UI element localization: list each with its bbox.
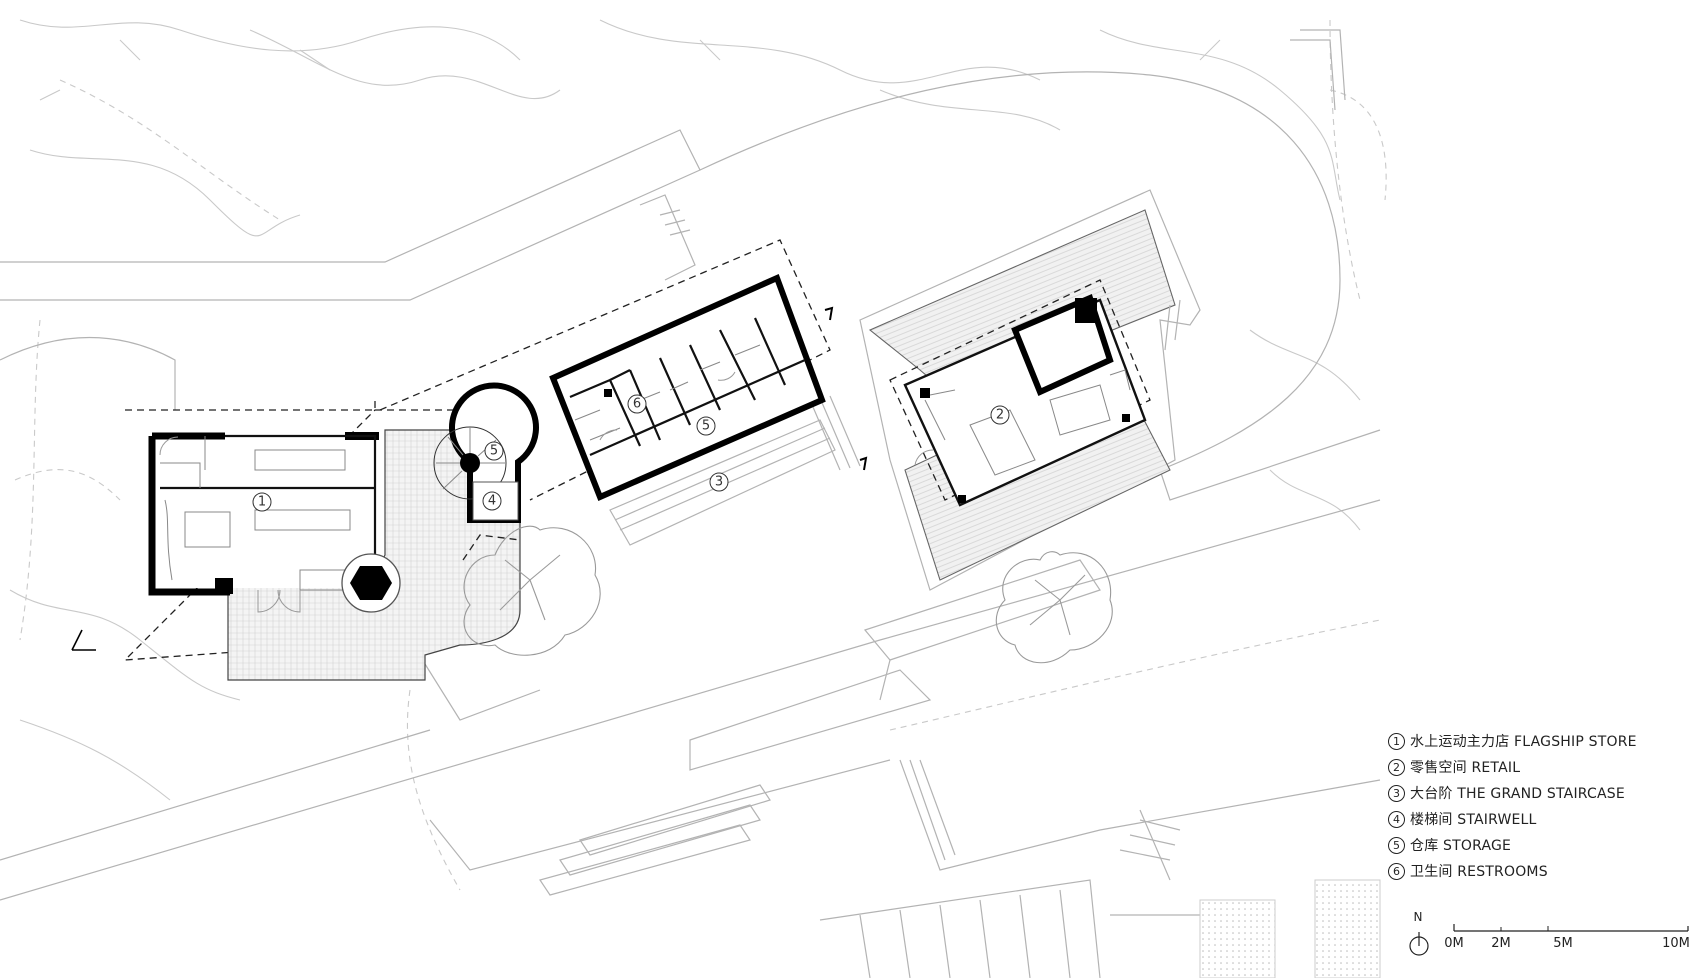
- svg-text:2: 2: [996, 408, 1004, 423]
- legend-label: 仓库 STORAGE: [1410, 838, 1512, 854]
- plan-legend: 1 水上运动主力店 FLAGSHIP STORE 2 零售空间 RETAIL 3…: [1388, 728, 1688, 884]
- scale-bar-line: [1453, 924, 1689, 932]
- trees: [463, 525, 1113, 664]
- room-tag-2: 2: [990, 405, 1010, 425]
- room-tag-5-block: 5: [696, 416, 716, 436]
- svg-text:5: 5: [702, 419, 710, 434]
- svg-text:5: 5: [490, 444, 498, 459]
- retail-building: [859, 189, 1201, 591]
- north-label: N: [1413, 910, 1423, 924]
- scale-tick-label: 2M: [1491, 936, 1511, 951]
- legend-label: 零售空间 RETAIL: [1410, 760, 1521, 776]
- room-tag-5-stair: 5: [484, 441, 504, 461]
- legend-label: 卫生间 RESTROOMS: [1410, 864, 1548, 880]
- room-tag-6: 6: [627, 394, 647, 414]
- site-paths: [0, 29, 1381, 978]
- flagship-store-building: [123, 400, 521, 681]
- room-tag-3: 3: [709, 472, 729, 492]
- legend-item: 1 水上运动主力店 FLAGSHIP STORE: [1388, 728, 1688, 754]
- svg-text:6: 6: [633, 397, 641, 412]
- legend-item: 3 大台阶 THE GRAND STAIRCASE: [1388, 780, 1688, 806]
- north-arrow-icon: [1409, 932, 1429, 956]
- legend-label: 水上运动主力店 FLAGSHIP STORE: [1410, 734, 1637, 750]
- legend-item: 4 楼梯间 STAIRWELL: [1388, 806, 1688, 832]
- legend-number: 5: [1388, 836, 1405, 854]
- legend-number: 6: [1388, 862, 1405, 880]
- svg-text:3: 3: [715, 475, 723, 490]
- svg-text:1: 1: [258, 495, 266, 510]
- legend-label: 大台阶 THE GRAND STAIRCASE: [1410, 786, 1625, 802]
- room-tag-1: 1: [252, 492, 272, 512]
- landscape-context: [9, 19, 1387, 891]
- scale-bar: 0M 2M 5M 10M: [1444, 922, 1695, 962]
- scale-tick-label: 0M: [1444, 936, 1464, 951]
- legend-label: 楼梯间 STAIRWELL: [1410, 812, 1537, 828]
- legend-number: 3: [1388, 784, 1405, 802]
- svg-text:4: 4: [488, 494, 496, 509]
- legend-number: 1: [1388, 732, 1405, 750]
- legend-item: 2 零售空间 RETAIL: [1388, 754, 1688, 780]
- restroom-storage-building: [71, 239, 868, 651]
- legend-number: 2: [1388, 758, 1405, 776]
- scale-tick-label: 5M: [1553, 936, 1573, 951]
- legend-number: 4: [1388, 810, 1405, 828]
- room-tag-4: 4: [482, 491, 502, 511]
- legend-item: 6 卫生间 RESTROOMS: [1388, 858, 1688, 884]
- legend-item: 5 仓库 STORAGE: [1388, 832, 1688, 858]
- scale-tick-label: 10M: [1662, 936, 1690, 951]
